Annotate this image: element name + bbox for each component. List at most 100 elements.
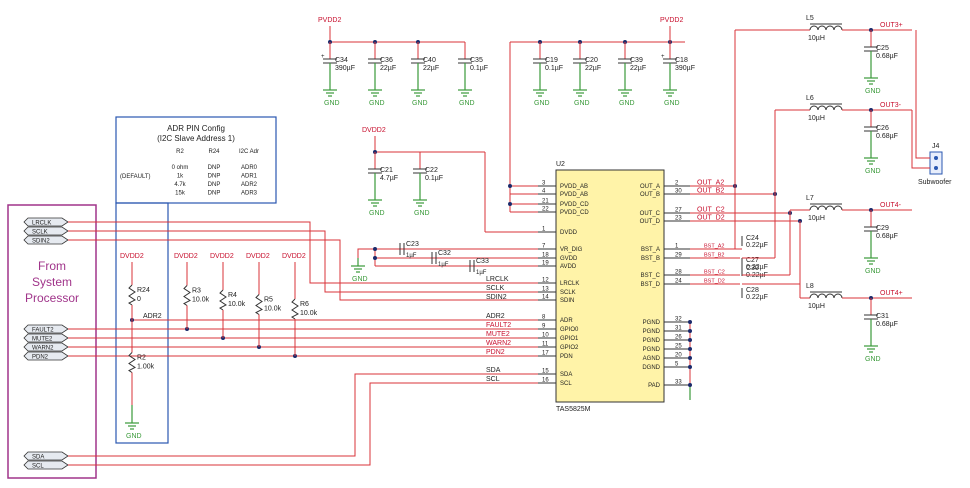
pin-name: PVDD_CD xyxy=(560,202,589,208)
ic-body xyxy=(555,169,665,403)
pin-name: ADR xyxy=(560,318,573,324)
adr-cell-r24: DNP xyxy=(208,182,221,188)
cap-ref: C39 xyxy=(630,57,643,64)
net-pdn: PDN2 xyxy=(486,349,505,356)
res-ref: R6 xyxy=(300,301,309,308)
bst-net-label: BST_B2 xyxy=(704,253,724,259)
pin-name: PGND xyxy=(643,347,661,353)
pin-name: PGND xyxy=(643,329,661,335)
cap-ref: C21 xyxy=(380,167,393,174)
resistor-r2: R21.00k xyxy=(128,320,155,405)
gnd-label: GND xyxy=(664,100,680,107)
adr-default-label: (DEFAULT) xyxy=(120,174,151,180)
pin-name: SDA xyxy=(560,372,572,378)
pin-name: PVDD_AB xyxy=(560,192,588,198)
res-value: 0 xyxy=(137,296,141,303)
polarity-mark: + xyxy=(661,54,665,60)
output-label: OUT3+ xyxy=(880,22,903,29)
pin-name: GVDD xyxy=(560,256,578,262)
cap-ref: C32 xyxy=(438,250,451,257)
bst-net-label: BST_C2 xyxy=(704,270,725,276)
pin-name: OUT_C xyxy=(640,211,661,217)
adr-resistor-frame xyxy=(115,202,169,444)
port-scl: SCL xyxy=(23,460,69,470)
cap-ref: C19 xyxy=(545,57,558,64)
port-lrclk: LRCLK xyxy=(23,217,69,227)
output-label: OUT4+ xyxy=(880,290,903,297)
port-sdin2: SDIN2 xyxy=(23,235,69,245)
pin-name: LRCLK xyxy=(560,281,579,287)
out-net-label: OUT_A2 xyxy=(697,180,724,187)
pin-name: GPIO2 xyxy=(560,345,579,351)
cap-ref: C30 xyxy=(746,265,759,272)
ic-pins: 3PVDD_AB4PVDD_AB21PVDD_CD22PVDD_CD1DVDD7… xyxy=(538,181,690,389)
net-sdin: SDIN2 xyxy=(486,294,507,301)
cap-ref: C34 xyxy=(335,57,348,64)
pin-number: 2 xyxy=(675,181,679,187)
cap-ref: C28 xyxy=(746,287,759,294)
gnd-label: GND xyxy=(369,210,385,217)
subwoofer-connector: J4 Subwoofer xyxy=(911,30,952,186)
gnd-label: GND xyxy=(324,100,340,107)
pin-number: 20 xyxy=(675,353,682,359)
gnd-label: GND xyxy=(574,100,590,107)
pin-number: 28 xyxy=(675,270,682,276)
gnd-label: GND xyxy=(126,433,142,440)
adr-cell-r2: 0 ohm xyxy=(172,165,189,171)
dvdd-label-pullup: DVDD2 xyxy=(282,253,306,260)
cap-ref: C27 xyxy=(746,257,759,264)
pin-name: OUT_A xyxy=(640,184,660,190)
pin-number: 11 xyxy=(542,342,549,348)
cap-value: 0.1µF xyxy=(545,65,563,72)
connector-ref: J4 xyxy=(932,143,940,150)
pin-number: 14 xyxy=(542,295,549,301)
port-label: SDIN2 xyxy=(32,239,50,245)
net-scl: SCL xyxy=(486,376,500,383)
output-stage: OUT_A2OUT_B2OUT_C2OUT_D2BST_A2BST_B2BST_… xyxy=(690,15,912,363)
adr-config-box: ADR PIN Config (I2C Slave Address 1) R2 … xyxy=(115,116,277,204)
pin-number: 19 xyxy=(542,261,549,267)
adr-config-title: ADR PIN Config xyxy=(167,124,225,133)
pvdd-label-right: PVDD2 xyxy=(660,17,683,24)
cap-ref: C29 xyxy=(876,225,889,232)
adr-cell-i2c: ADR3 xyxy=(241,191,258,197)
gnd-label: GND xyxy=(414,210,430,217)
cap-ref: C22 xyxy=(425,167,438,174)
polarity-mark: + xyxy=(321,54,325,60)
adr-cell-r2: 4.7k xyxy=(174,182,186,188)
gnd-label: GND xyxy=(412,100,428,107)
pin-number: 8 xyxy=(542,315,546,321)
cap-ref: C25 xyxy=(876,45,889,52)
cap-ref: C35 xyxy=(470,57,483,64)
adr-cell-r24: DNP xyxy=(208,174,221,180)
pin-number: 32 xyxy=(675,317,682,323)
adr-col-i2c: I2C Adr xyxy=(239,149,259,155)
res-ref: R5 xyxy=(264,297,273,304)
pin-name: BST_A xyxy=(641,247,660,253)
ic-u2: U2 TAS5825M xyxy=(555,161,665,413)
cap-value: 4.7µF xyxy=(380,175,398,182)
port-sda: SDA xyxy=(23,451,69,461)
inductor-ref: L5 xyxy=(806,15,814,22)
gnd-label: GND xyxy=(534,100,550,107)
